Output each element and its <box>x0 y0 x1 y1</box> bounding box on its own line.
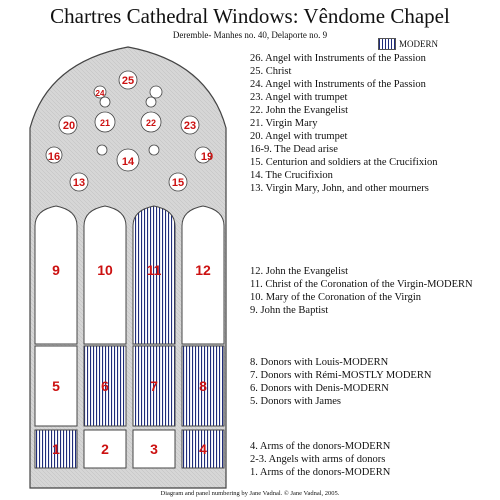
key-item: 20. Angel with trumpet <box>250 131 348 142</box>
tracery-opening-20 <box>58 115 78 135</box>
tracery-opening-16 <box>45 146 63 164</box>
key-group-arms: 4. Arms of the donors-MODERN 2-3. Angels … <box>250 440 390 479</box>
panel-label-4: 4 <box>199 441 207 457</box>
tracery-label-13: 13 <box>73 177 85 189</box>
key-group-lancet-tops: 12. John the Evangelist 11. Christ of the… <box>250 265 473 317</box>
panel-11 <box>132 205 176 345</box>
tracery-opening-24 <box>93 85 107 99</box>
key-item: 15. Centurion and soldiers at the Crucif… <box>250 157 438 168</box>
key-item: 16-9. The Dead arise <box>250 144 338 155</box>
panel-label-3: 3 <box>150 441 158 457</box>
tracery-opening-19 <box>194 146 212 164</box>
tracery-label-16: 16 <box>48 151 60 163</box>
panel-label-6: 6 <box>101 378 109 394</box>
key-item: 21. Virgin Mary <box>250 118 318 129</box>
key-item: 11. Christ of the Coronation of the Virg… <box>250 279 473 290</box>
tracery-label-22: 22 <box>146 118 156 128</box>
tracery-opening-26 <box>149 85 163 99</box>
key-item: 7. Donors with Rémi-MOSTLY MODERN <box>250 370 432 381</box>
key-group-donors: 8. Donors with Louis-MODERN 7. Donors wit… <box>250 356 431 408</box>
panel-label-8: 8 <box>199 378 207 394</box>
window-frame <box>29 46 227 489</box>
key-item: 25. Christ <box>250 66 292 77</box>
tracery-opening-15 <box>168 172 188 192</box>
panel-label-5: 5 <box>52 378 60 394</box>
key-item: 5. Donors with James <box>250 396 341 407</box>
tracery-label-20: 20 <box>63 120 75 132</box>
tracery-label-15: 15 <box>172 177 184 189</box>
panel-5 <box>34 345 78 427</box>
tracery-opening-13 <box>69 172 89 192</box>
panel-label-10: 10 <box>97 262 113 278</box>
tracery-label-21: 21 <box>100 118 110 128</box>
page-title: Chartres Cathedral Windows: Vêndome Chap… <box>50 4 450 28</box>
tracery-opening-25 <box>118 70 138 90</box>
tracery-opening-14 <box>116 148 140 172</box>
panel-7 <box>132 345 176 427</box>
panel-label-11: 11 <box>147 262 162 278</box>
key-item: 23. Angel with trumpet <box>250 92 348 103</box>
panel-label-1: 1 <box>52 441 60 457</box>
tracery-opening-22 <box>140 111 162 133</box>
key-group-tracery: 26. Angel with Instruments of the Passio… <box>250 52 438 195</box>
panel-2 <box>83 429 127 469</box>
tracery-label-19: 19 <box>201 151 213 163</box>
tracery-label-24: 24 <box>96 89 105 98</box>
legend: MODERN <box>378 38 438 50</box>
legend-modern-swatch <box>378 38 396 50</box>
panel-4 <box>181 429 225 469</box>
key-item: 2-3. Angels with arms of donors <box>250 454 386 465</box>
tracery-opening-18 <box>148 144 160 156</box>
panel-12 <box>181 205 225 345</box>
panel-label-7: 7 <box>150 378 158 394</box>
panel-1 <box>34 429 78 469</box>
tracery-opening-ring-right <box>145 96 157 108</box>
legend-modern-label: MODERN <box>399 39 439 49</box>
key-item: 10. Mary of the Coronation of the Virgin <box>250 292 422 303</box>
panel-3 <box>132 429 176 469</box>
key-item: 24. Angel with Instruments of the Passio… <box>250 79 426 90</box>
tracery-opening-23 <box>180 115 200 135</box>
tracery-label-25: 25 <box>122 75 134 87</box>
panel-label-12: 12 <box>195 262 211 278</box>
panel-10 <box>83 205 127 345</box>
key-item: 9. John the Baptist <box>250 305 329 316</box>
panel-label-2: 2 <box>101 441 109 457</box>
key-item: 6. Donors with Denis-MODERN <box>250 383 389 394</box>
key-item: 8. Donors with Louis-MODERN <box>250 357 389 368</box>
panel-label-9: 9 <box>52 262 60 278</box>
tracery-label-14: 14 <box>122 156 135 168</box>
credit-line: Diagram and panel numbering by Jane Vadn… <box>160 490 340 497</box>
panel-6 <box>83 345 127 427</box>
key-item: 14. The Crucifixion <box>250 170 333 181</box>
panel-8 <box>181 345 225 427</box>
panel-9 <box>34 205 78 345</box>
key-item: 4. Arms of the donors-MODERN <box>250 441 391 452</box>
key-item: 22. John the Evangelist <box>250 105 348 116</box>
tracery-label-23: 23 <box>184 120 196 132</box>
key-item: 26. Angel with Instruments of the Passio… <box>250 53 426 64</box>
key-item: 13. Virgin Mary, John, and other mourner… <box>250 183 429 194</box>
page-subtitle: Deremble- Manhes no. 40, Delaporte no. 9 <box>172 30 328 40</box>
key-item: 12. John the Evangelist <box>250 266 348 277</box>
key-item: 1. Arms of the donors-MODERN <box>250 467 391 478</box>
tracery <box>45 70 212 192</box>
tracery-opening-17 <box>96 144 108 156</box>
tracery-opening-ring-left <box>99 96 111 108</box>
tracery-opening-21 <box>94 111 116 133</box>
